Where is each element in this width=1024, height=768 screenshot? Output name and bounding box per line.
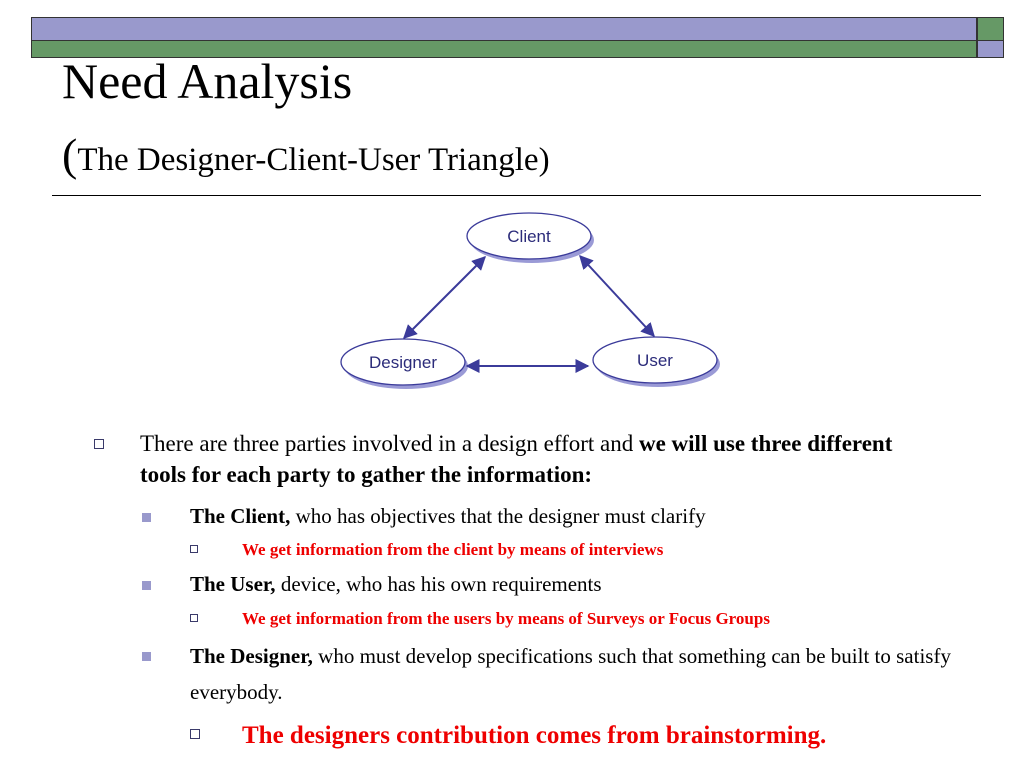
subtitle-text: The Designer-Client-User Triangle) [77,142,550,178]
header-bar-green [31,41,977,58]
designer-node [340,338,466,386]
intro-plain-text: There are three parties involved in a de… [140,431,639,456]
user-node [592,336,718,384]
title-divider [52,195,981,196]
client-bold-text: The Client, [190,504,291,528]
bullet-client: The Client, who has objectives that the … [142,500,960,534]
subtitle-paren: ( [62,129,78,180]
user-method-text: We get information from the users by mea… [242,609,770,628]
user-bold-text: The User, [190,572,276,596]
user-label: User [637,351,673,370]
bullet-designer-method: The designers contribution comes from br… [190,718,1002,753]
client-user-arrow [579,254,655,338]
hollow-square-bullet-icon [190,545,198,553]
client-designer-arrow [403,256,486,339]
filled-square-bullet-icon [142,581,151,590]
client-rest-text: who has objectives that the designer mus… [290,504,706,528]
designer-label: Designer [369,353,437,372]
client-method-text: We get information from the client by me… [242,540,664,559]
bullet-intro: There are three parties involved in a de… [94,428,940,490]
designer-rest-text: who must develop specifications such tha… [190,644,951,704]
bullet-client-method: We get information from the client by me… [190,538,1002,562]
filled-square-bullet-icon [142,652,151,661]
bullet-designer: The Designer, who must develop specifica… [142,639,960,710]
bullet-user-method: We get information from the users by mea… [190,607,1002,631]
filled-square-bullet-icon [142,513,151,522]
hollow-square-bullet-icon [94,439,104,449]
designer-method-text: The designers contribution comes from br… [242,722,827,749]
client-node [466,212,592,260]
designer-bold-text: The Designer, [190,644,313,668]
hollow-square-bullet-icon [190,614,198,622]
hollow-square-bullet-icon [190,729,200,739]
slide-title: Need Analysis [62,53,353,109]
header-square-green [977,17,1004,41]
triangle-diagram: Client Designer User [340,212,720,389]
client-label: Client [507,227,551,246]
header-bar-purple [31,17,977,41]
user-rest-text: device, who has his own requirements [275,572,602,596]
intro-bold-text: we will use three different tools for ea… [140,431,893,488]
bullet-user: The User, device, who has his own requir… [142,568,960,602]
slide-subtitle: (The Designer-Client-User Triangle) [62,132,550,178]
header-square-purple [977,41,1004,58]
